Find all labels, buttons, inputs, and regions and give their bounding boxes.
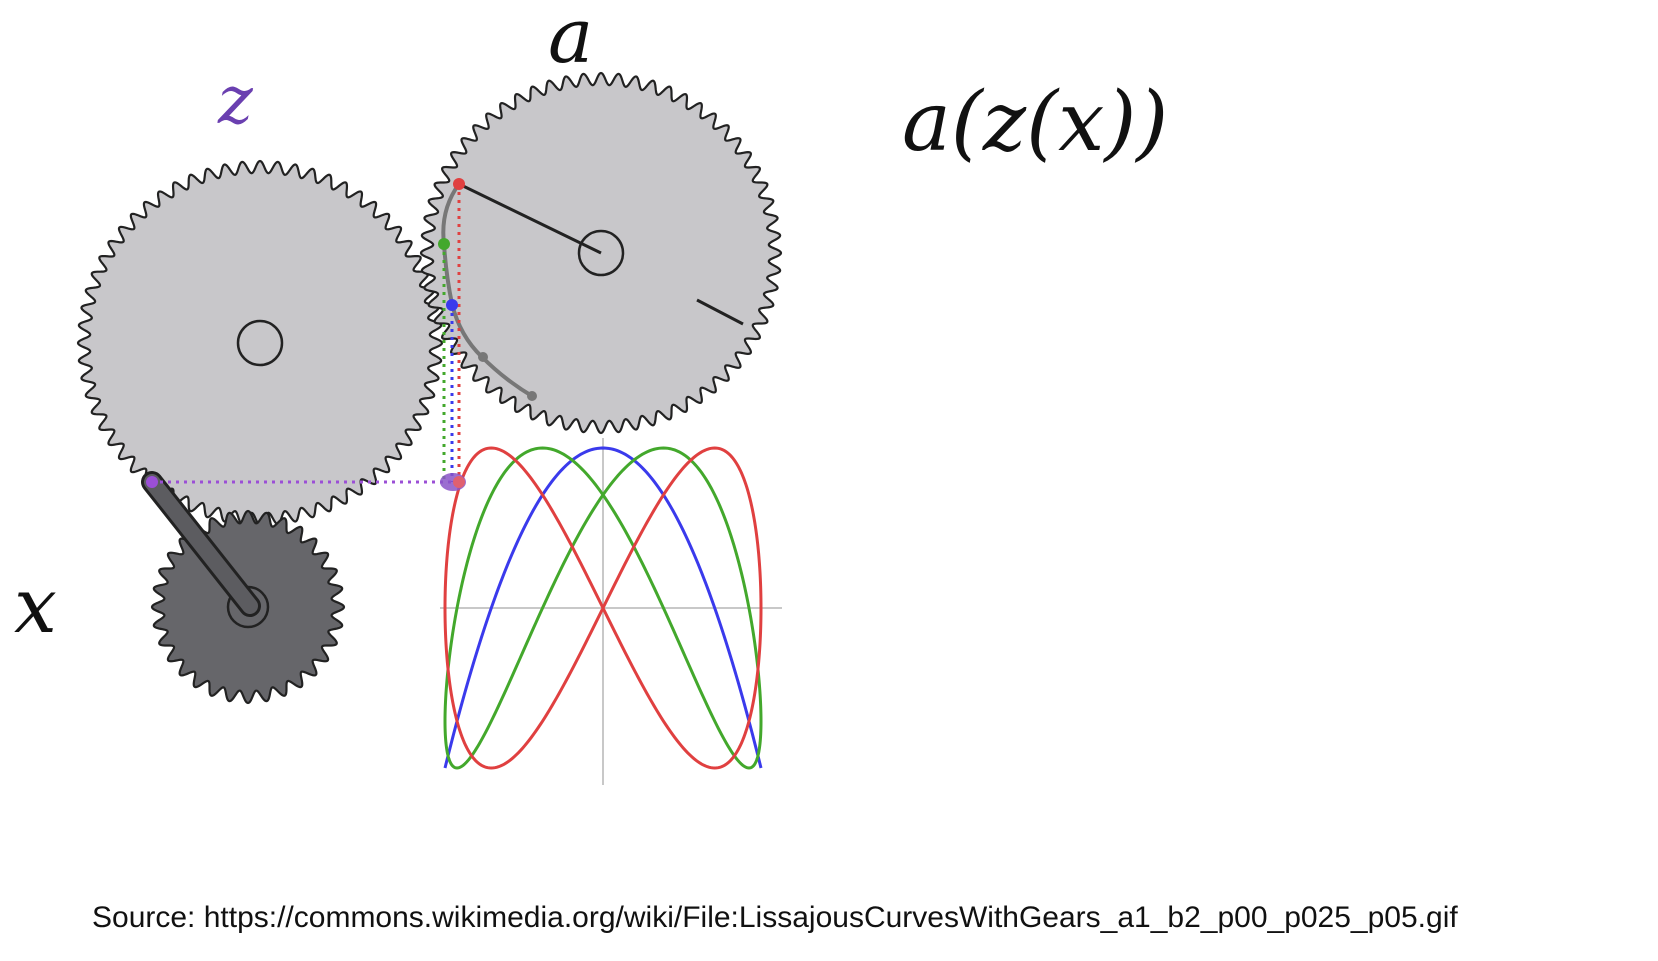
- trace-point: [478, 352, 488, 362]
- gear-z-crank-arm-inner: [144, 474, 258, 614]
- marker-blue: [446, 299, 458, 311]
- marker-red: [453, 178, 465, 190]
- lissajous-curve-green: [443, 446, 763, 770]
- marker-green: [438, 238, 450, 250]
- lissajous-curve-red: [443, 446, 763, 770]
- gear-z-label: z: [218, 62, 253, 139]
- marker-purple: [146, 476, 158, 488]
- gear-z: [76, 159, 444, 527]
- gear-a-radius-arm: [458, 182, 602, 255]
- composition-formula: a(z(x)): [902, 75, 1169, 170]
- trace-point: [527, 391, 537, 401]
- gear-x-label: x: [14, 561, 57, 650]
- lissajous-curve-blue: [443, 446, 763, 769]
- gear-a-hub: [577, 229, 625, 277]
- gear-a-tick-mark: [696, 298, 744, 326]
- gear-a-label: a: [548, 0, 594, 80]
- gear-z-hub: [236, 319, 284, 367]
- marker-intersection-red: [453, 476, 465, 488]
- source-citation: Source: https://commons.wikimedia.org/wi…: [92, 901, 1458, 934]
